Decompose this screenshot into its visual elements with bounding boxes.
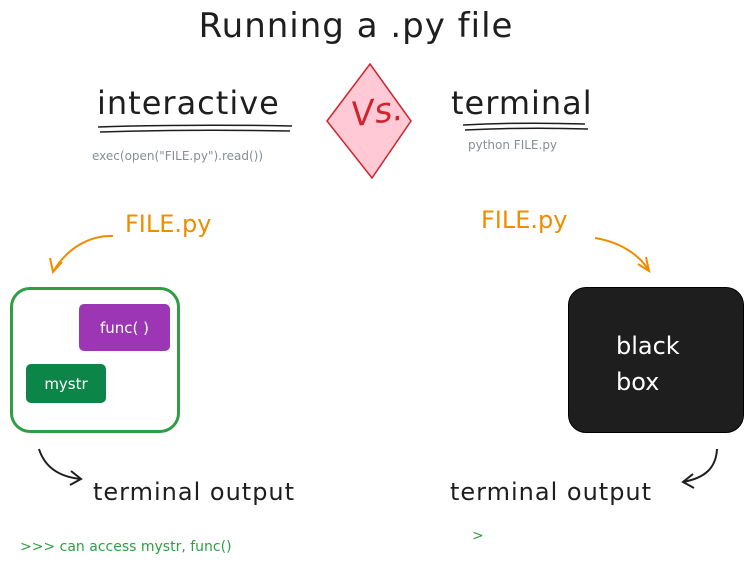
interactive-command: exec(open("FILE.py").read()) [92,149,264,163]
interactive-namespace-box [10,287,180,433]
right-file-label: FILE.py [481,206,568,234]
terminal-note: > [472,528,484,544]
func-item: func( ) [79,304,170,351]
vs-diamond [326,62,412,180]
left-output-arrow [38,448,82,480]
right-terminal-output: terminal output [450,478,653,506]
interactive-note: >>> can access mystr, func() [20,539,232,555]
right-heading-underline [462,122,589,131]
terminal-command: python FILE.py [468,138,558,152]
right-file-arrow [594,237,650,272]
left-file-label: FILE.py [125,210,212,238]
right-output-arrow-head [681,473,695,489]
black-box [568,287,744,433]
right-output-arrow [682,448,718,483]
left-heading-underline [97,124,293,133]
left-output-arrow-head [69,470,83,486]
terminal-heading: terminal [451,84,593,122]
right-file-arrow-head [637,256,651,274]
left-file-arrow [52,234,114,273]
diagram-title: Running a .py file [198,6,514,46]
interactive-heading: interactive [97,84,280,122]
left-file-arrow-head [49,257,63,275]
mystr-item: mystr [26,364,106,403]
left-terminal-output: terminal output [93,478,296,506]
black-box-label: black box [616,332,680,396]
